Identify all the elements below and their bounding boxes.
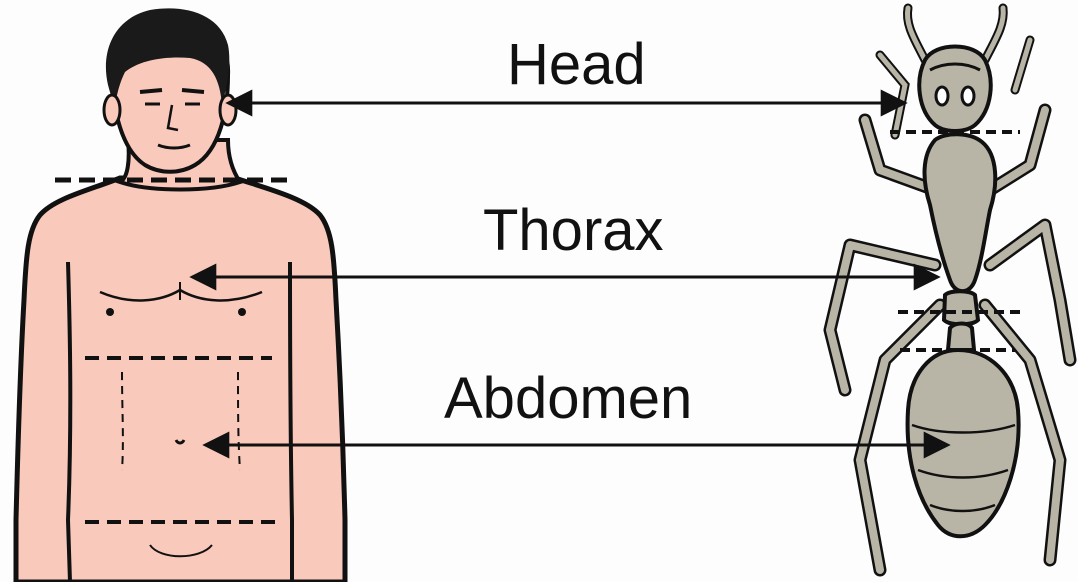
ant-figure [830,8,1070,570]
abdomen-label: Abdomen [444,370,692,428]
ant-head [919,47,990,132]
human-figure [16,8,345,582]
thorax-label: Thorax [483,202,664,260]
head-label: Head [507,36,646,94]
ant-petiole [944,291,978,324]
ant-abdomen [908,350,1019,536]
